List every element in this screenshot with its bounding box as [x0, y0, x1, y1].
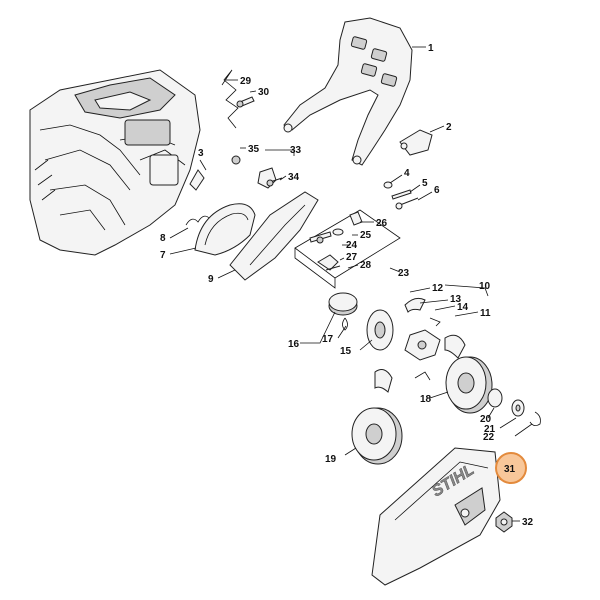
- label-20: 20: [480, 414, 492, 425]
- label-26: 26: [376, 218, 388, 229]
- label-5: 5: [422, 178, 428, 189]
- part-23-group: [294, 209, 401, 289]
- part-2-bracket: [399, 129, 433, 156]
- part-24-screw: [309, 231, 332, 244]
- part-25-washer: [332, 228, 344, 236]
- label-30: 30: [258, 87, 270, 98]
- part-30-screw: [236, 96, 255, 108]
- label-27: 27: [346, 252, 358, 263]
- part-6-screw: [395, 197, 419, 210]
- label-18: 18: [420, 394, 432, 405]
- part-32-nut: [495, 511, 513, 533]
- part-9-plate: [229, 191, 319, 281]
- label-8: 8: [160, 233, 166, 244]
- label-7: 7: [160, 250, 166, 261]
- part-11-shoe: [444, 334, 466, 359]
- label-35: 35: [248, 144, 260, 155]
- part-33-clip: [257, 167, 277, 189]
- label-13: 13: [450, 294, 462, 305]
- label-15: 15: [340, 346, 352, 357]
- label-11: 11: [480, 308, 491, 319]
- part-31-sprocket-cover: STIHL: [371, 447, 501, 586]
- part-34-screw: [266, 177, 283, 187]
- label-1: 1: [428, 43, 434, 54]
- part-12-shoe: [404, 297, 426, 313]
- label-24: 24: [346, 240, 358, 251]
- label-33: 33: [290, 145, 302, 156]
- leader-lines: [169, 46, 533, 522]
- label-4: 4: [404, 168, 410, 179]
- part-4-washer: [383, 181, 393, 189]
- part-spring-small: [414, 371, 431, 381]
- label-10: 10: [479, 281, 491, 292]
- highlight-circle-31: [495, 452, 527, 484]
- label-31: 31: [504, 464, 516, 475]
- label-23: 23: [398, 268, 410, 279]
- part-1-hand-guard: [283, 17, 413, 166]
- part-3-lever: [189, 169, 205, 191]
- label-22: 22: [483, 432, 495, 443]
- part-28-screw: [325, 265, 341, 271]
- label-6: 6: [434, 185, 440, 196]
- label-9: 9: [208, 274, 214, 285]
- part-19-rim: [351, 407, 403, 465]
- part-13-spring: [429, 317, 441, 327]
- part-7-brake-band: [194, 203, 256, 256]
- label-21: 21: [484, 424, 496, 435]
- label-19: 19: [325, 454, 337, 465]
- part-clutch-shoe-left: [374, 369, 393, 393]
- label-3: 3: [198, 148, 204, 159]
- part-20-bearing: [487, 388, 503, 408]
- label-17: 17: [322, 334, 334, 345]
- part-17-spring: [342, 317, 348, 331]
- part-26-lever: [349, 211, 363, 226]
- label-34: 34: [288, 172, 300, 183]
- label-16: 16: [288, 339, 300, 350]
- part-18-drum: [445, 356, 493, 414]
- engine-housing: [29, 69, 201, 256]
- part-35-nut: [231, 155, 241, 165]
- part-14-sprocket: [404, 329, 441, 361]
- part-21-washer: [511, 399, 525, 417]
- label-25: 25: [360, 230, 372, 241]
- part-22-clip: [529, 411, 541, 426]
- label-12: 12: [432, 283, 444, 294]
- label-32: 32: [522, 517, 534, 528]
- callout-labels: 1 2 3 4 5 6 7 8 9 10 11 12 13 14 15 16 1…: [160, 43, 534, 528]
- part-27-bracket: [317, 254, 339, 271]
- label-29: 29: [240, 76, 252, 87]
- label-2: 2: [446, 122, 452, 133]
- part-5-pin: [391, 189, 412, 200]
- part-15-disc: [366, 309, 394, 351]
- label-14: 14: [457, 302, 469, 313]
- label-28: 28: [360, 260, 372, 271]
- part-29-spring: [221, 69, 239, 129]
- part-16-clutch: [328, 292, 358, 316]
